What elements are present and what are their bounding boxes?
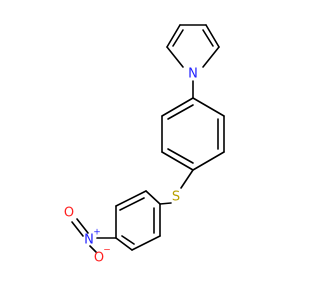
pyrrole-nitrogen-label: N: [188, 67, 198, 82]
bond-nitro-o-double-2: [71, 221, 84, 237]
bond-ua4-ua5-inner: [167, 148, 194, 164]
upper-benzene-ring: [161, 97, 225, 171]
molecule-structure: N S N + O O −: [64, 24, 225, 266]
lower-benzene-ring: [115, 190, 161, 251]
nitro-double-bonded-oxygen-label: O: [64, 206, 74, 221]
bond-c5-n: [202, 46, 220, 68]
bond-la5-la6: [131, 235, 161, 251]
bond-nitro-o-single: [89, 245, 97, 253]
nitro-single-bonded-oxygen-label: O: [94, 251, 104, 266]
bond-n-c2: [166, 46, 184, 68]
bond-nitro-o-double-1: [76, 218, 89, 234]
bond-c4-c5-inner: [202, 29, 214, 47]
bond-la2-la3-inner: [119, 197, 145, 211]
bond-la1-la2: [145, 190, 161, 205]
bond-c2-c3-inner: [172, 29, 184, 47]
nitro-nitrogen-charge: +: [93, 228, 101, 238]
bond-la2-la3: [115, 190, 147, 207]
nitro-oxygen-charge: −: [103, 246, 111, 256]
bond-ua6-ua1-inner: [167, 104, 194, 120]
bond-ua3-ua4: [192, 151, 225, 171]
bond-c4-c5: [205, 24, 220, 48]
sulfur-label: S: [172, 190, 180, 205]
bond-c2-c3: [166, 24, 181, 48]
nitro-nitrogen-label: N: [84, 233, 94, 248]
bond-la4-la5: [115, 237, 133, 251]
bond-la4-la5-inner: [121, 235, 135, 245]
bond-ua6-ua1: [161, 97, 194, 117]
bond-ua4-ua5: [161, 151, 194, 171]
bond-ring-s: [180, 169, 194, 189]
pyrrole-ring: [166, 24, 220, 68]
bond-s-ring: [159, 202, 172, 205]
molecule-canvas: N S N + O O −: [63, 24, 225, 266]
bond-ua1-ua2: [192, 97, 225, 117]
